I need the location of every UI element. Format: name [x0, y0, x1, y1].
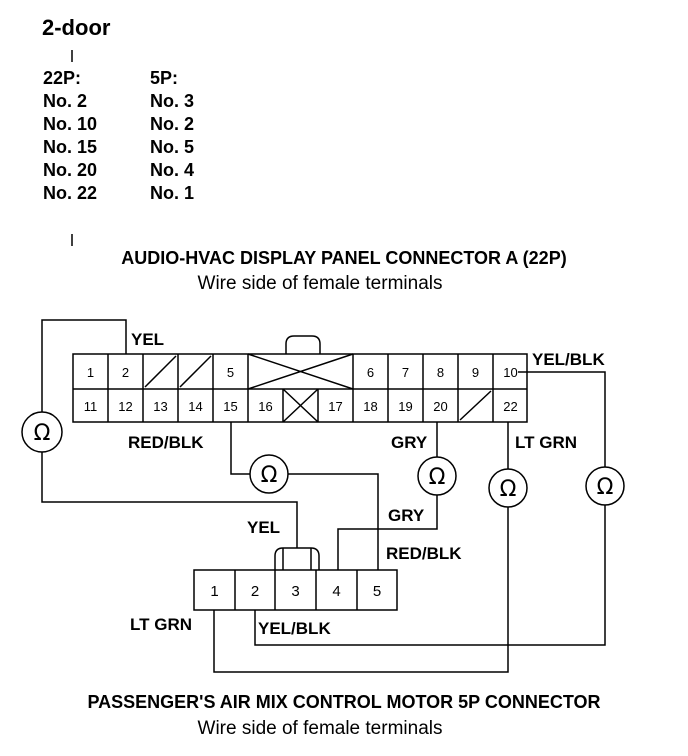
- pin-number: 19: [398, 399, 412, 414]
- pin-number: 5: [227, 365, 234, 380]
- pin-column-22p: 22P: No. 2 No. 10 No. 15 No. 20 No. 22: [43, 67, 97, 205]
- pin-number: 9: [472, 365, 479, 380]
- pin-column-5p: 5P: No. 3 No. 2 No. 5 No. 4 No. 1: [150, 67, 194, 205]
- ohmmeter-red-blk: [249, 454, 289, 494]
- wire-label-gry: GRY: [388, 506, 425, 525]
- pin-number: 16: [258, 399, 272, 414]
- pin-number: 8: [437, 365, 444, 380]
- pin-column-header: 22P:: [43, 68, 82, 88]
- ohmmeter-lt-grn: [488, 468, 528, 508]
- pin-entry: No. 2: [150, 114, 195, 134]
- pin-entry: No. 15: [43, 137, 98, 157]
- pin-number: 18: [363, 399, 377, 414]
- pin-number: 6: [367, 365, 374, 380]
- pin-number: 11: [84, 399, 98, 414]
- pin-number: 17: [328, 399, 342, 414]
- pin-entry: No. 1: [150, 183, 195, 203]
- wire-label-yel: YEL: [131, 330, 164, 349]
- pin-entry: No. 5: [150, 137, 195, 157]
- motor-connector-body: [193, 569, 398, 611]
- motor-pin-number: 3: [291, 583, 299, 600]
- pin-entry: No. 3: [150, 91, 195, 111]
- pin-entry: No. 20: [43, 160, 98, 180]
- wire-label-yel-blk: YEL/BLK: [532, 350, 605, 369]
- ohmmeter-gry: [417, 456, 457, 496]
- door-variant-title: 2-door: [42, 15, 111, 40]
- ohm-symbol: Ω: [429, 465, 446, 490]
- connector-a-body: [72, 353, 528, 423]
- pin-number: 22: [503, 399, 517, 414]
- pin-entry: No. 2: [43, 91, 88, 111]
- ohmmeter-yel-blk: [585, 466, 625, 506]
- ohm-symbol: Ω: [34, 421, 51, 446]
- pin-entry: No. 4: [150, 160, 195, 180]
- wire-label-lt-grn: LT GRN: [130, 615, 192, 634]
- ohm-symbol: Ω: [500, 477, 517, 502]
- ohm-symbol: Ω: [261, 463, 278, 488]
- pin-column-header: 5P:: [150, 68, 179, 88]
- wire-label-lt-grn: LT GRN: [515, 433, 577, 452]
- motor-connector-title: PASSENGER'S AIR MIX CONTROL MOTOR 5P CON…: [87, 692, 601, 712]
- pin-number: 1: [87, 365, 94, 380]
- connector-a-latch: [285, 335, 321, 354]
- ohm-symbol: Ω: [597, 475, 614, 500]
- pin-number: 14: [188, 399, 202, 414]
- pin-number: 10: [503, 365, 517, 380]
- wire-label-yel: YEL: [247, 518, 280, 537]
- ohmmeter-yel: [21, 411, 63, 453]
- pin-number: 20: [433, 399, 447, 414]
- wire-label-red-blk: RED/BLK: [386, 544, 462, 563]
- wire-label-yel-blk: YEL/BLK: [258, 619, 331, 638]
- motor-pin-number: 5: [373, 583, 381, 600]
- wire-label-red-blk: RED/BLK: [128, 433, 204, 452]
- pin-number: 15: [223, 399, 237, 414]
- motor-pin-number: 1: [210, 583, 218, 600]
- wire-label-gry: GRY: [391, 433, 428, 452]
- pin-number: 7: [402, 365, 409, 380]
- pin-entry: No. 10: [43, 114, 98, 134]
- pin-entry: No. 22: [43, 183, 98, 203]
- pin-number: 13: [153, 399, 167, 414]
- motor-pin-number: 4: [332, 583, 340, 600]
- motor-pin-number: 2: [251, 583, 259, 600]
- pin-number: 2: [122, 365, 129, 380]
- connector-a-subtitle: Wire side of female terminals: [197, 273, 443, 294]
- pin-number: 12: [118, 399, 132, 414]
- connector-a-title: AUDIO-HVAC DISPLAY PANEL CONNECTOR A (22…: [121, 248, 567, 268]
- motor-connector-subtitle: Wire side of female terminals: [197, 718, 443, 739]
